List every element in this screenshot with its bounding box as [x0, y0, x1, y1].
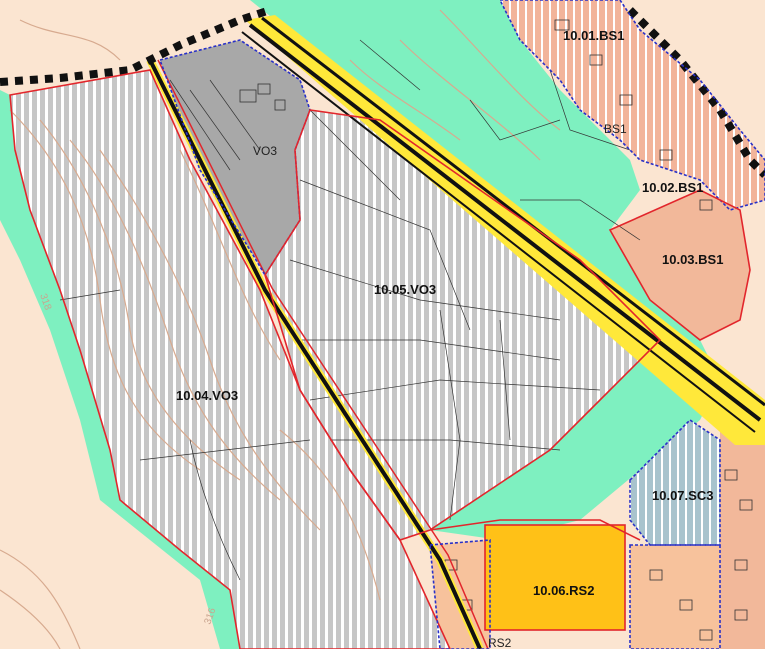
zone-borders — [9, 0, 765, 649]
label-vo3: VO3 — [253, 144, 277, 158]
residential-area-south-2 — [630, 545, 720, 649]
building-footprints — [239, 19, 753, 641]
label-10-06-rs2: 10.06.RS2 — [533, 583, 594, 598]
zone-10-07-sc3 — [630, 420, 720, 545]
residential-area-east — [610, 190, 750, 340]
label-10-07-sc3: 10.07.SC3 — [652, 488, 713, 503]
residential-area-southeast — [720, 410, 765, 649]
highway-diagonal — [241, 15, 765, 445]
label-10-05-vo3: 10.05.VO3 — [374, 282, 436, 297]
label-10-01-bs1: 10.01.BS1 — [563, 28, 624, 43]
label-bs1: BS1 — [604, 122, 627, 136]
railway-line — [146, 58, 489, 649]
residential-area-north — [500, 0, 765, 210]
farmland-area-southwest — [0, 200, 240, 649]
zone-10-05-vo3 — [265, 110, 660, 540]
parcel-lines — [59, 39, 641, 581]
zone-labels: 10.01.BS1 BS1 10.02.BS1 10.03.BS1 VO3 10… — [37, 28, 723, 649]
label-10-02-bs1: 10.02.BS1 — [642, 180, 703, 195]
zone-10-06-rs2 — [485, 525, 625, 630]
label-10-04-vo3: 10.04.VO3 — [176, 388, 238, 403]
forest-area-north — [250, 0, 720, 540]
label-10-03-bs1: 10.03.BS1 — [662, 252, 723, 267]
municipal-boundary — [0, 6, 765, 178]
zone-10-04-vo3 — [10, 70, 450, 649]
label-rs2: RS2 — [488, 636, 512, 649]
zone-vo3-north — [160, 40, 310, 275]
